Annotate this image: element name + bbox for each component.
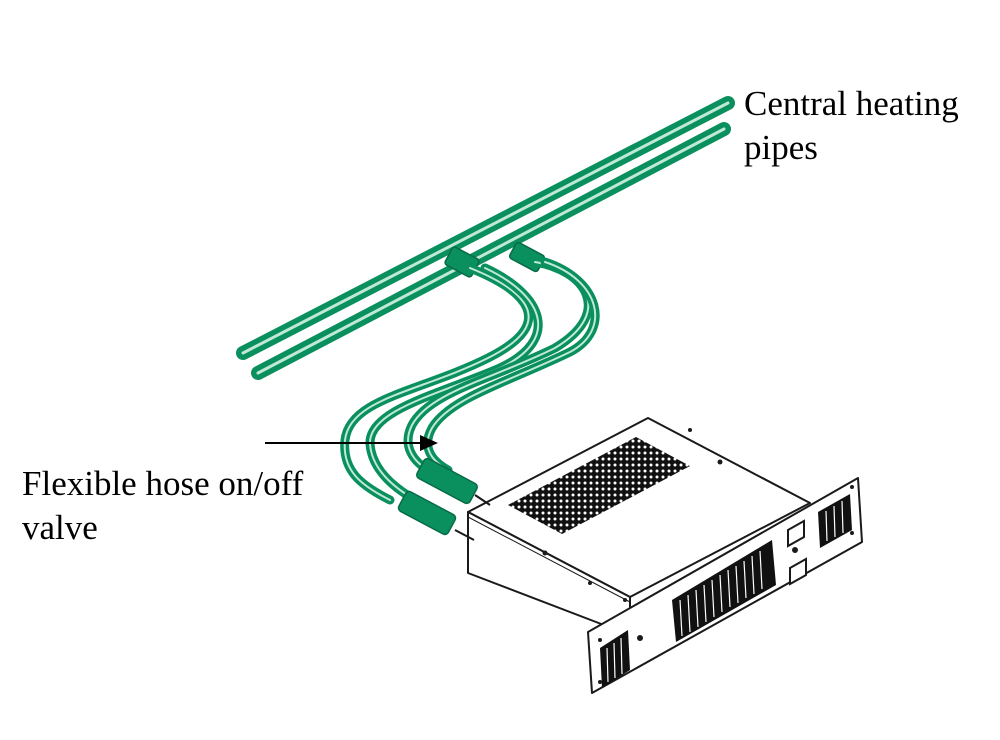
front-vents [600, 494, 852, 688]
label-line: valve [22, 508, 98, 547]
label-line: Central heating [744, 84, 959, 123]
on-off-valves [397, 457, 491, 541]
label-line: pipes [744, 128, 818, 167]
switch-lower [789, 557, 807, 586]
top-vent [508, 437, 690, 534]
control-switches [787, 519, 807, 586]
switch-upper [787, 519, 805, 548]
label-central-heating-pipes: Central heating pipes [744, 82, 959, 170]
label-flexible-hose-valve: Flexible hose on/off valve [22, 462, 303, 550]
valve-lower [397, 490, 457, 536]
valve-upper [416, 457, 478, 505]
central-heating-pipes [236, 96, 735, 380]
valve-pointer-arrow [265, 435, 438, 451]
label-line: Flexible hose on/off [22, 464, 304, 503]
screw-holes [542, 428, 854, 684]
